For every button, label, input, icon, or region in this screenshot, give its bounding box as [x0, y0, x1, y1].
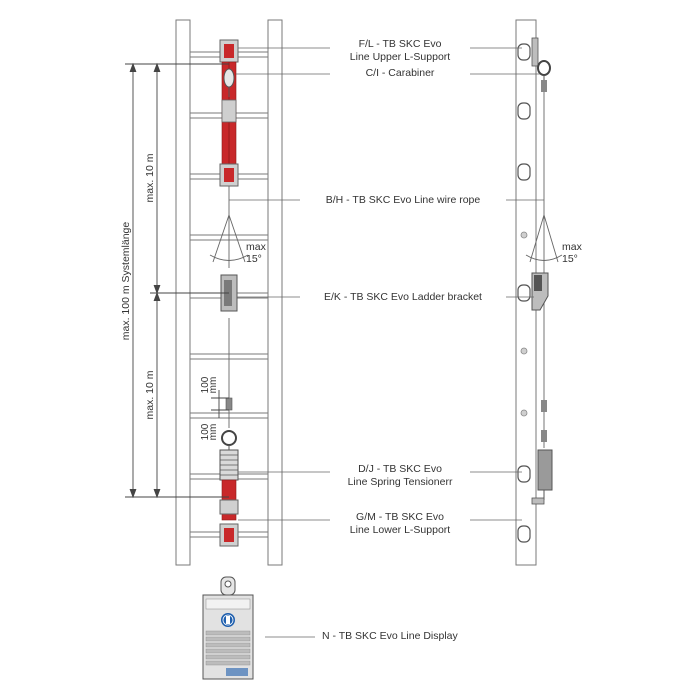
system-length-label: max. 100 m Systemlänge	[120, 222, 132, 341]
upper-span-label: max. 10 m	[144, 153, 156, 202]
upper-support-red	[219, 39, 239, 187]
leader-lines	[229, 47, 544, 638]
spring-tensioner-left	[219, 397, 239, 481]
angle-right-value: 15°	[562, 253, 578, 265]
display-plate	[202, 576, 254, 680]
angle-left-value: 15°	[246, 253, 262, 265]
lower-support-line1: G/M - TB SKC Evo	[356, 511, 444, 523]
ladder-bracket-label: E/K - TB SKC Evo Ladder bracket	[324, 291, 482, 303]
lower-support-red	[219, 479, 239, 547]
gap-lower-unit: mm	[208, 424, 219, 441]
upper-support-line1: F/L - TB SKC Evo	[358, 38, 442, 50]
gap-upper-unit: mm	[208, 377, 219, 394]
angle-right-max: max	[562, 241, 583, 253]
spring-tensioner-label: D/J - TB SKC Evo Line Spring Tensionerr	[330, 463, 470, 489]
right-rail	[515, 19, 563, 566]
carabiner-left	[223, 68, 235, 97]
angle-left-max: max	[246, 241, 267, 253]
spring-tensioner-line1: D/J - TB SKC Evo	[358, 463, 442, 475]
display-label: N - TB SKC Evo Line Display	[322, 630, 458, 642]
gap-upper-value: 100	[200, 376, 211, 393]
lower-support-label: G/M - TB SKC Evo Line Lower L-Support	[330, 511, 470, 537]
lower-support-line2: Line Lower L-Support	[349, 524, 451, 536]
spring-tensioner-line2: Line Spring Tensionerr	[347, 476, 453, 488]
carabiner-label: C/I - Carabiner	[365, 67, 435, 79]
dimension-lines	[125, 62, 229, 499]
upper-support-line2: Line Upper L-Support	[349, 51, 451, 63]
lower-span-label: max. 10 m	[144, 370, 156, 419]
gap-lower-value: 100	[200, 423, 211, 440]
upper-support-label: F/L - TB SKC Evo Line Upper L-Support	[330, 38, 470, 64]
wire-rope-label: B/H - TB SKC Evo Line wire rope	[325, 194, 481, 206]
